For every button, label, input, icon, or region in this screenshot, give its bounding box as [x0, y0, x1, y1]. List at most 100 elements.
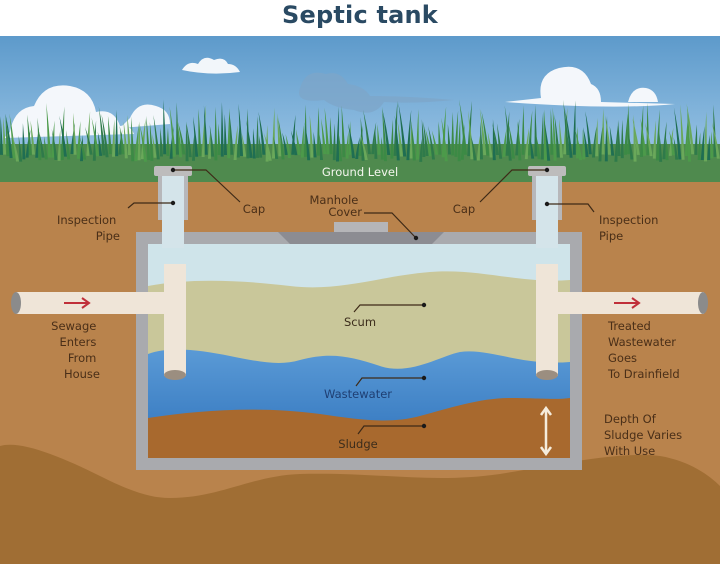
grass-blade: [137, 121, 141, 161]
right-arrow-icon: [64, 297, 91, 309]
grass-blade: [476, 134, 481, 161]
grass-blade: [479, 108, 487, 156]
grass-blade: [502, 127, 507, 157]
grass-blade: [632, 118, 640, 155]
grass-blade: [80, 134, 83, 162]
grass-blade: [345, 130, 349, 159]
grass-blade: [73, 112, 77, 155]
grass-blade: [644, 122, 653, 157]
scum-label: Scum: [344, 315, 376, 329]
grass-blade: [508, 122, 515, 159]
grass-blade: [459, 99, 467, 155]
grass-blade: [214, 107, 218, 161]
grass-blade: [592, 126, 597, 158]
grass-blade: [76, 121, 81, 159]
grass-blade: [285, 134, 291, 158]
grass-blade: [684, 115, 689, 157]
grass-blade: [5, 113, 13, 158]
inspection-pipe-right-sleeve: [532, 176, 536, 220]
grass-blade: [127, 115, 131, 155]
grass-blade: [535, 132, 541, 160]
grass-blade: [273, 136, 279, 159]
grass-blade: [338, 128, 343, 162]
grass-blade: [22, 123, 26, 160]
grass-blade: [59, 115, 67, 157]
grass-blade: [277, 112, 282, 157]
grass-blade: [673, 137, 679, 160]
grass-blade: [217, 123, 221, 156]
grass-blade: [304, 122, 311, 161]
grass-blade: [241, 133, 247, 157]
grass-blade: [319, 134, 323, 161]
grass-blade: [209, 125, 215, 157]
grass-blade: [686, 103, 695, 155]
grass-blade: [229, 111, 234, 155]
grass-blade: [544, 119, 551, 161]
grass-blade: [66, 130, 71, 160]
grass-blade: [517, 121, 522, 161]
inspection-pipe-right-sleeve: [558, 176, 562, 220]
grass-blade: [416, 109, 419, 160]
grass-blade: [233, 125, 238, 161]
grass-blade: [355, 136, 360, 159]
grass-blade: [3, 117, 7, 155]
grass-blade: [441, 117, 448, 162]
grass-blade: [38, 130, 45, 158]
grass-blade: [131, 116, 135, 162]
manhole-cover-handle: [334, 222, 388, 232]
ground-level-label: Ground Level: [322, 165, 398, 179]
grass-blade: [662, 121, 667, 160]
grass-blade: [694, 124, 698, 155]
grass-blade: [316, 107, 320, 156]
title-bar: Septic tank: [0, 0, 720, 36]
inspection-pipe-right-label: Inspection Pipe: [599, 213, 662, 243]
grass-blade: [313, 131, 317, 158]
grass-blade: [153, 115, 160, 160]
grass-blade: [0, 116, 3, 155]
grass-blade: [704, 111, 707, 162]
grass-blade: [272, 107, 275, 159]
right-arrow-icon: [614, 297, 641, 309]
grass-blade: [564, 108, 573, 158]
grass-blade: [97, 131, 103, 156]
sewage-inlet-label: Sewage Enters From House: [51, 319, 100, 381]
grass-blade: [431, 130, 439, 155]
grass-blade: [496, 123, 503, 159]
grass-blade: [256, 115, 259, 158]
leader-lines: [127, 169, 595, 435]
grass-blade: [176, 102, 179, 155]
grass-blade: [43, 135, 48, 160]
grass-blade: [711, 122, 720, 159]
grass-blade: [57, 129, 61, 161]
grass-blade: [332, 123, 336, 161]
grass-blade: [185, 123, 189, 162]
grass-blade: [468, 110, 474, 160]
grass-blade: [291, 114, 296, 155]
grass-blade: [504, 105, 512, 161]
grass-blade: [700, 126, 705, 160]
grass-blade: [208, 132, 211, 159]
grass-blade: [480, 121, 483, 160]
grass-blade: [336, 106, 339, 162]
grass-blade: [481, 110, 490, 156]
grass-blade: [177, 121, 186, 155]
grass-blade: [680, 104, 685, 160]
inspection-pipe-right: [536, 176, 558, 248]
grass-blade: [140, 118, 146, 160]
grass-blade: [263, 133, 272, 161]
grass-blade: [27, 114, 32, 156]
grass-blade: [572, 100, 576, 155]
grass-blade: [524, 127, 530, 160]
grass-blade: [119, 125, 125, 155]
grass-blade: [544, 109, 547, 161]
grass-blade: [550, 108, 554, 155]
grass-blade: [192, 134, 195, 161]
grass-blade: [220, 101, 224, 157]
grass-blade: [198, 108, 202, 156]
grass-blade: [107, 115, 112, 155]
grass-blade: [363, 109, 371, 155]
grass-blade: [380, 136, 384, 160]
grass-blade: [624, 110, 629, 155]
grass-blade: [609, 125, 615, 156]
manhole-cover-label: Manhole Cover: [309, 193, 362, 219]
